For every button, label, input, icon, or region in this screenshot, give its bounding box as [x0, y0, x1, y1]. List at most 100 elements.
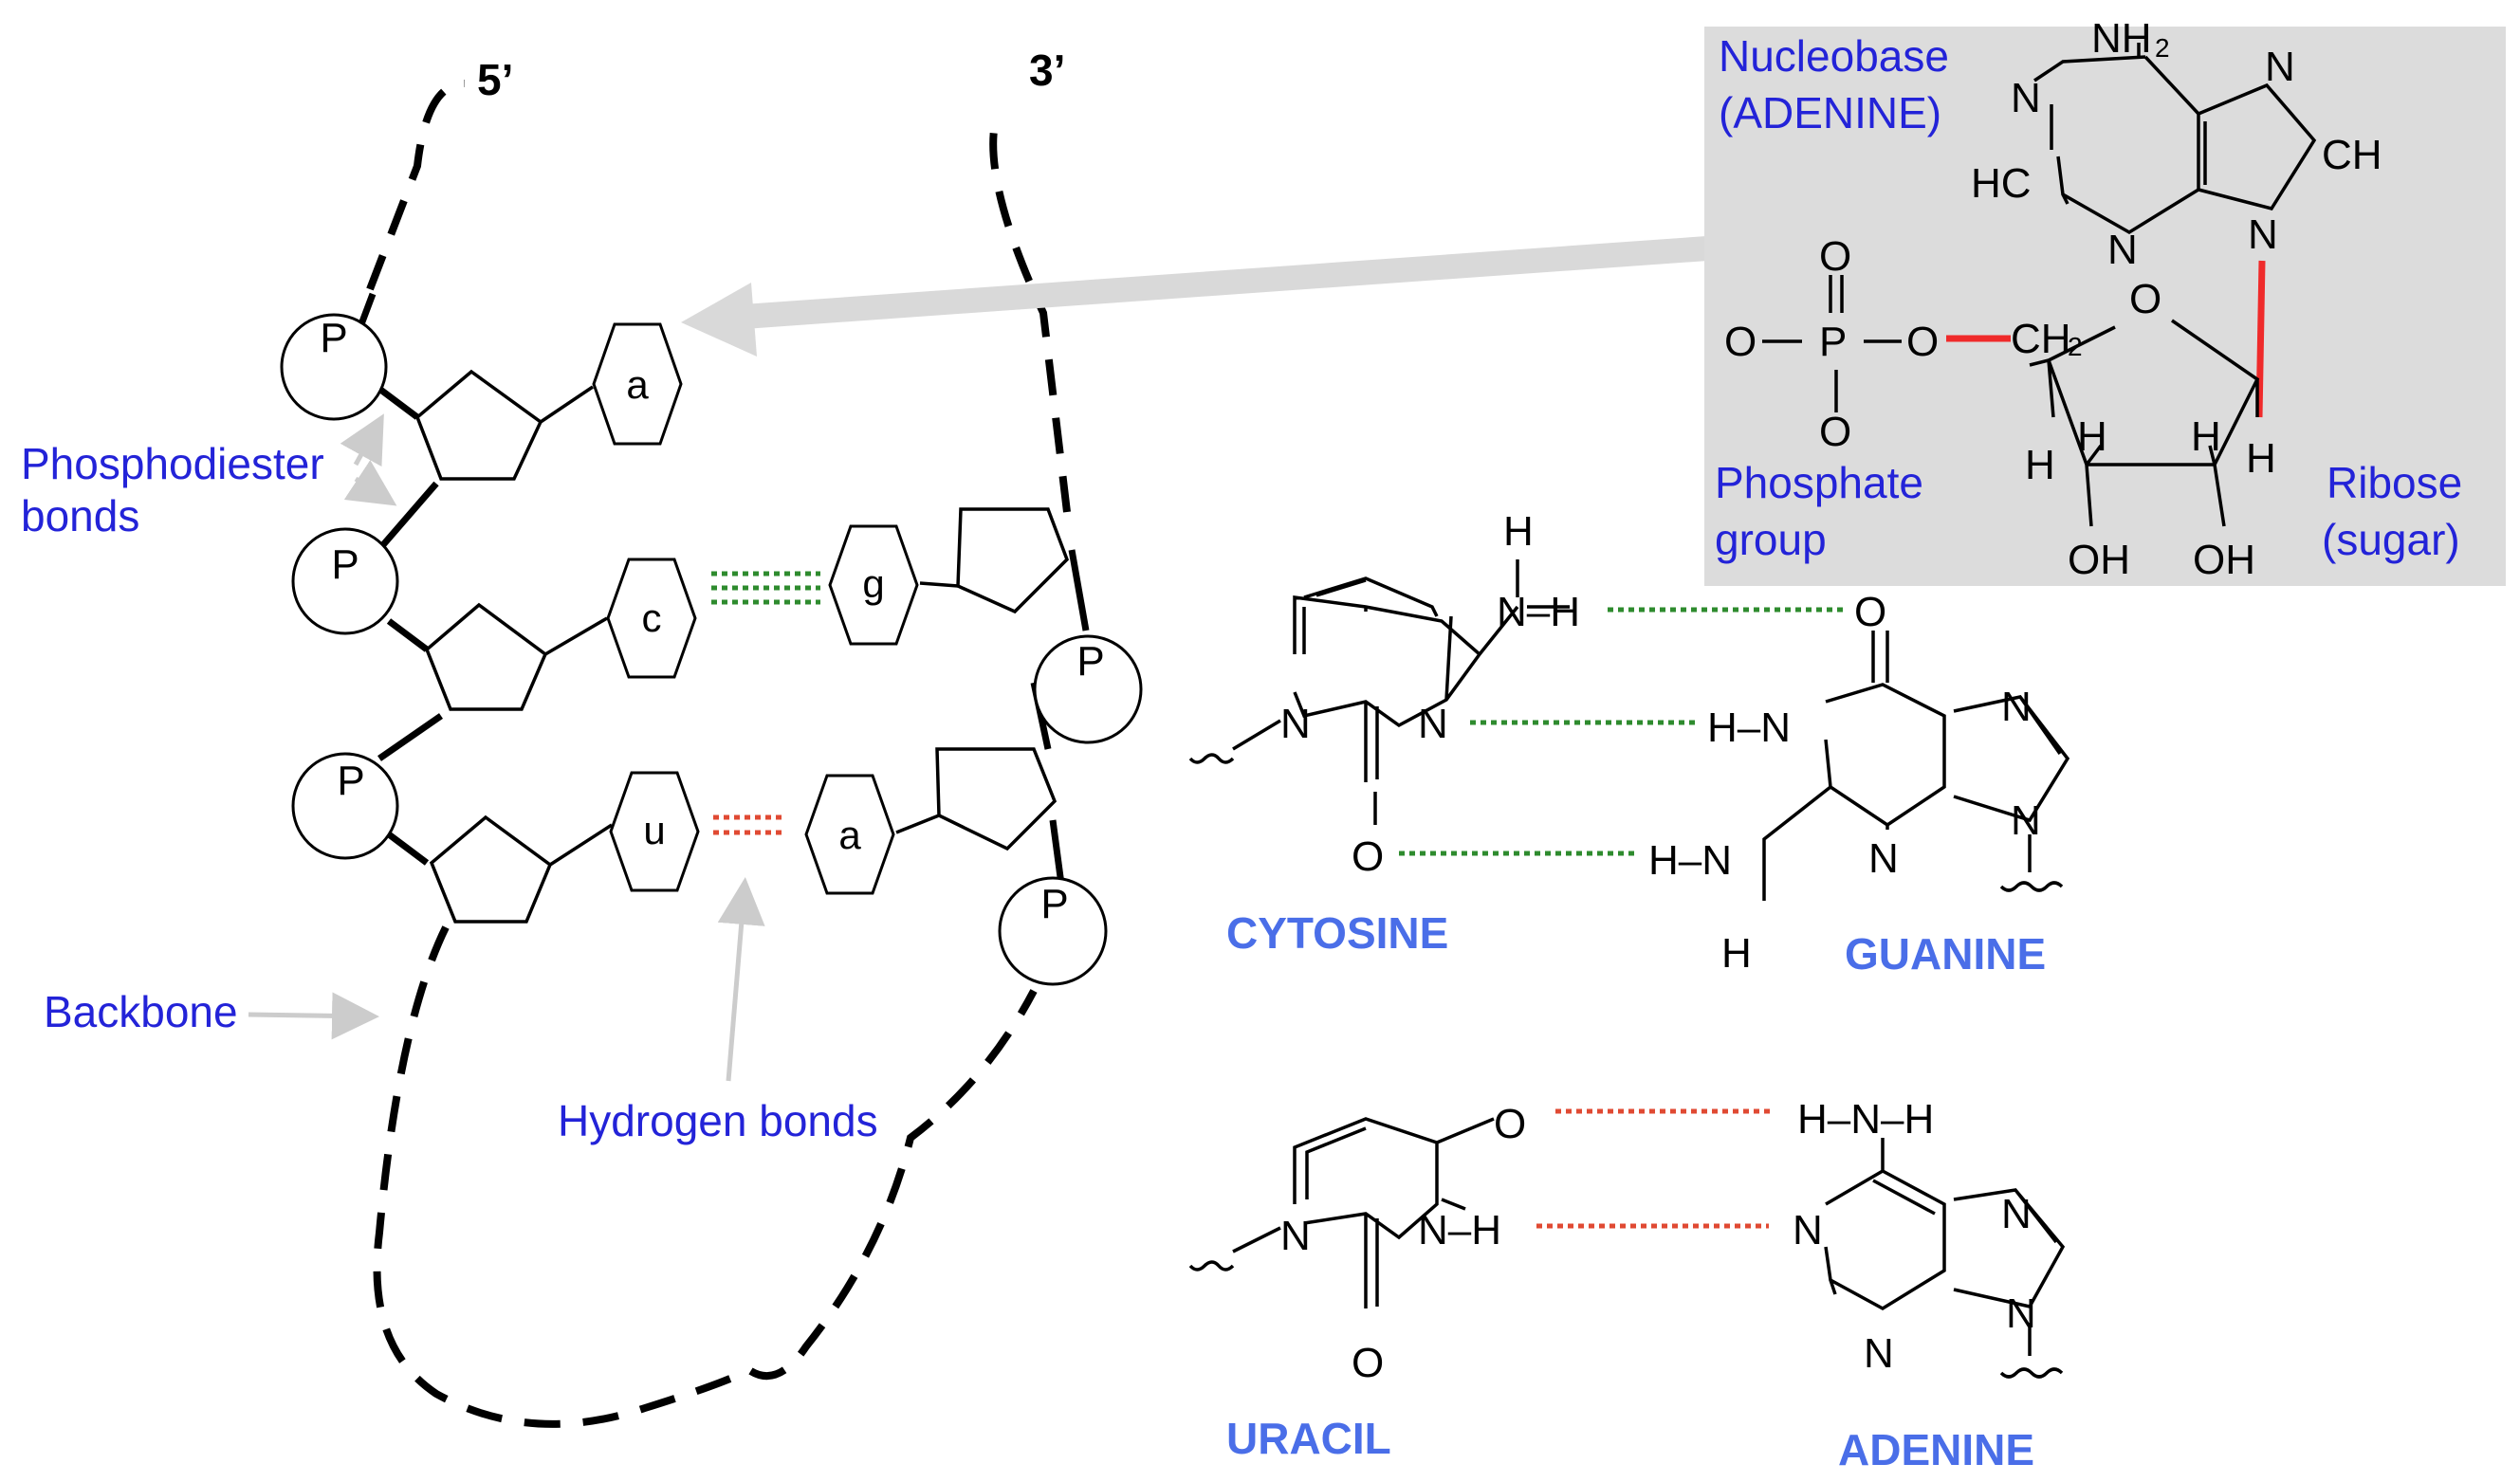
- inset-atom: OH: [2193, 537, 2255, 583]
- pair-atom: N: [1280, 1213, 1311, 1259]
- inset-atom: H: [2246, 435, 2276, 482]
- inset-nucleobase-label: Nucleobase: [1719, 31, 1949, 81]
- inset-phosphate-label: Phosphate: [1715, 458, 1923, 507]
- phosphate-circle: [998, 876, 1108, 986]
- backbone-label: Backbone: [44, 987, 238, 1036]
- pair-atom: H–N: [1648, 837, 1732, 884]
- ribose-ring: [424, 602, 548, 711]
- cytosine-bond: [1188, 719, 1281, 764]
- uracil-adenine-pair: O N N–H O H–N–H N N N N URACIL ADENINE: [1188, 1096, 2066, 1474]
- adenine-bond: [2050, 43, 2141, 150]
- phosphate-circle: [1033, 634, 1143, 744]
- backbone-dashed-loop: [373, 925, 1038, 1428]
- inset-background: [1704, 27, 2506, 586]
- inset-atom: O: [1724, 319, 1757, 365]
- glycosidic-link: [540, 385, 594, 424]
- pair-atom: N–H: [1497, 589, 1580, 635]
- nucleobase-letter: a: [838, 813, 861, 857]
- ribose-ring: [414, 369, 543, 481]
- pair-atom: H–N: [1707, 704, 1791, 751]
- phosphate-symbol: P: [1076, 638, 1104, 685]
- ribose-bond: [2029, 319, 2260, 527]
- inset-atom: H: [2077, 413, 2107, 460]
- nucleobase-letter: g: [862, 561, 884, 606]
- phosphodiester-label: bonds: [21, 491, 139, 540]
- cytosine-bond: [1293, 595, 1519, 782]
- hydrogen-bonds-label: Hydrogen bonds: [558, 1096, 878, 1145]
- ribose-ring: [935, 747, 1058, 851]
- pair-atom: N: [1793, 1207, 1823, 1253]
- glycosidic-link: [895, 814, 940, 834]
- backbone-dashed-top-right: [989, 118, 1071, 513]
- rna-strand: 5’ 3’ P P P P P a: [21, 46, 1708, 1428]
- uracil-bond: [1188, 1117, 1495, 1308]
- inset-atom: N: [2011, 75, 2041, 121]
- pair-atom: O: [1494, 1101, 1526, 1147]
- phosphodiester-label: Phosphodiester: [21, 439, 324, 488]
- inset-atom: CH: [2322, 132, 2382, 178]
- pair-atom: N: [1280, 701, 1311, 747]
- inset-atom: O: [1819, 409, 1851, 455]
- pair-atom: N: [2011, 797, 2041, 844]
- pair-atom: H: [1503, 508, 1534, 555]
- ribose-ring: [429, 814, 553, 924]
- nucleotide-inset: Nucleobase (ADENINE) Phosphate group Rib…: [1704, 15, 2506, 586]
- inset-ribose-label: (sugar): [2322, 515, 2460, 564]
- adenine-pair-bond: [1999, 1367, 2064, 1379]
- cytosine-name: CYTOSINE: [1226, 908, 1448, 958]
- phosphate-symbol: P: [1040, 881, 1068, 927]
- pair-atom: H–N–H: [1797, 1096, 1934, 1143]
- phosphate-symbol: P: [320, 315, 347, 361]
- inset-atom: P: [1819, 319, 1847, 365]
- adenine-name: ADENINE: [1838, 1425, 2034, 1474]
- pair-atom: O: [1352, 1340, 1384, 1386]
- inset-nucleobase-label: (ADENINE): [1719, 88, 1941, 137]
- inset-atom: N: [2248, 211, 2278, 258]
- backbone-link: [386, 832, 430, 866]
- phosphate-symbol: P: [337, 758, 364, 804]
- phosphodiester-arrow: [340, 413, 384, 467]
- pair-atom: N: [1868, 835, 1899, 882]
- backbone-dashed-top-left: [366, 80, 466, 291]
- guanine-bond: [1999, 881, 2064, 892]
- phosphodiester-arrow: [343, 460, 397, 506]
- backbone-link: [1068, 549, 1090, 631]
- hydrogen-bonds-arrow: [717, 877, 765, 1082]
- backbone-link: [377, 713, 443, 761]
- guanine-name: GUANINE: [1845, 929, 2046, 979]
- pair-atom: N: [2001, 684, 2032, 730]
- backbone-link: [377, 386, 420, 420]
- inset-atom: HC: [1971, 160, 2032, 207]
- phosphate-circle: [291, 752, 399, 860]
- backbone-arrow: [248, 992, 379, 1040]
- phosphate-bond: [1762, 275, 1902, 412]
- inset-atom: N: [2265, 44, 2295, 90]
- phosphate-circle: [280, 313, 388, 421]
- cytosine-guanine-pair: H N–H N N O O H–N N N N H–N H CYTOSINE G…: [1188, 508, 2070, 979]
- inset-atom: NH: [2091, 15, 2152, 62]
- guanine-bond: [1762, 631, 2070, 901]
- phosphate-symbol: P: [331, 541, 359, 588]
- adenine-bond: [2033, 55, 2317, 235]
- ribose-ring: [956, 507, 1070, 614]
- inset-atom: CH: [2011, 316, 2071, 362]
- backbone-link: [372, 481, 439, 558]
- inset-atom: N: [2107, 227, 2138, 273]
- nucleobase-hexagon: [592, 322, 683, 446]
- cytosine-bond: [1303, 576, 1439, 825]
- pair-atom: O: [1854, 589, 1886, 635]
- pair-atom: N–H: [1418, 1207, 1501, 1253]
- inset-atom-subscript: 2: [2155, 33, 2170, 63]
- inset-pointer-arrow: [729, 236, 1708, 330]
- nucleobase-letter: u: [643, 808, 665, 852]
- pair-atom: O: [1352, 833, 1384, 880]
- uracil-name: URACIL: [1226, 1414, 1391, 1463]
- pair-atom: N: [2001, 1191, 2032, 1237]
- pair-atom: N: [2006, 1290, 2036, 1337]
- inset-atom: O: [1819, 233, 1851, 280]
- inset-atom: H: [2025, 442, 2055, 488]
- pair-atom: N: [1864, 1330, 1894, 1377]
- inset-phosphate-label: group: [1715, 515, 1827, 564]
- pair-atom: H: [1721, 930, 1752, 977]
